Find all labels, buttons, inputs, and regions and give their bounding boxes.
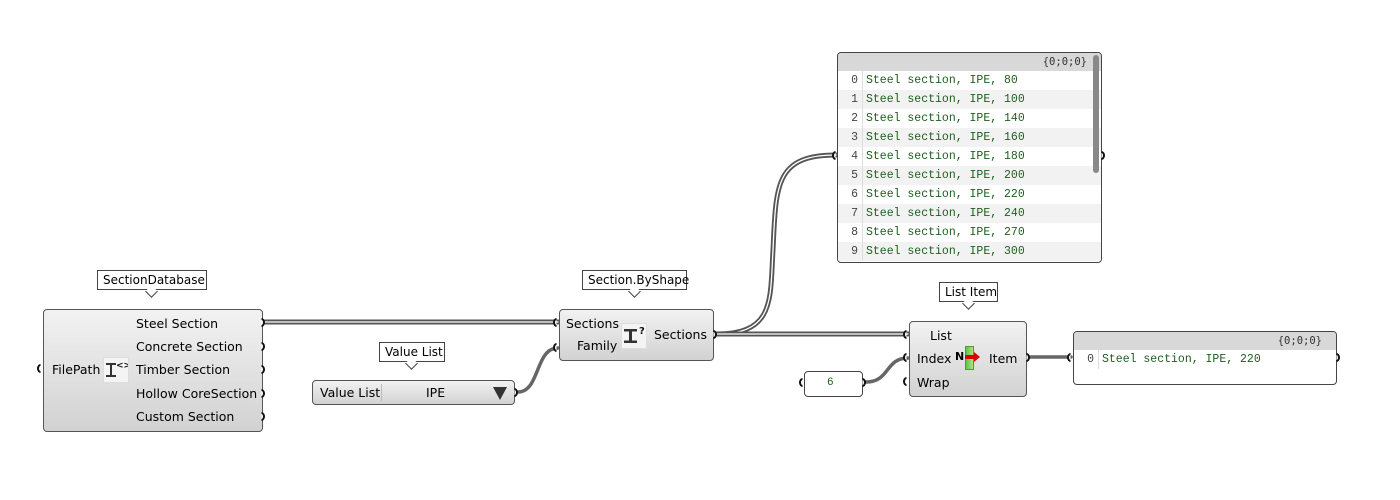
sections-output-label: Sections (654, 327, 707, 342)
row-index: 5 (838, 166, 863, 185)
wire-number-to-index (864, 356, 910, 384)
sections-output-grip[interactable] (713, 330, 717, 339)
row-value: Steel section, IPE, 160 (866, 131, 1025, 144)
steel-section-output-grip[interactable] (261, 318, 265, 327)
row-value: Steel section, IPE, 100 (866, 93, 1025, 106)
number-panel-value: 6 (827, 377, 834, 389)
timber-section-output-grip[interactable] (261, 365, 265, 374)
output-timber-section: Timber Section (136, 362, 231, 377)
row-index: 0 (1074, 350, 1099, 369)
output-concrete-section: Concrete Section (136, 339, 243, 354)
section-database-component[interactable]: FilePath <> Steel Section Concrete Secti… (43, 309, 263, 432)
row-index: 4 (838, 147, 863, 166)
list-input-label: List (930, 328, 952, 343)
result-path-header: {0;0;0} (1074, 332, 1336, 350)
panel-output-grip[interactable] (1101, 151, 1105, 160)
section-by-shape-component[interactable]: Sections Family ? Sections (559, 309, 714, 361)
number-panel-input-grip[interactable] (799, 378, 803, 387)
value-list-separator (381, 384, 382, 401)
output-steel-section: Steel Section (136, 316, 219, 331)
wrap-input-label: Wrap (917, 375, 950, 390)
value-list-selected[interactable]: IPE (426, 385, 446, 400)
filepath-input-label: FilePath (52, 362, 101, 377)
list-item-component[interactable]: List Index Wrap N Item (909, 321, 1027, 397)
list-input-grip[interactable] (903, 330, 907, 339)
row-index: 8 (838, 223, 863, 242)
wire-valuelist-to-family (516, 346, 560, 394)
row-index: 1 (838, 90, 863, 109)
family-input-label: Family (577, 338, 618, 353)
row-value: Steel section, IPE, 240 (866, 207, 1025, 220)
list-item-icon: N (955, 346, 981, 370)
panel-path-header: {0;0;0} (838, 53, 1101, 71)
row-index: 0 (838, 71, 863, 90)
output-hollow-core-section: Hollow CoreSection (136, 386, 258, 401)
number-panel[interactable]: 6 (804, 371, 863, 397)
panel-input-grip[interactable] (832, 151, 836, 160)
list-item-tooltip: List Item (939, 282, 998, 302)
item-output-label: Item (989, 351, 1018, 366)
i-beam-code-icon: <> (103, 357, 131, 383)
row-index: 6 (838, 185, 863, 204)
section-by-shape-tooltip: Section.ByShape (582, 270, 689, 290)
family-input-grip[interactable] (553, 343, 557, 352)
value-list-component[interactable]: Value List IPE (312, 380, 515, 405)
row-index: 2 (838, 109, 863, 128)
list-item-icon-letter: N (955, 350, 965, 363)
filepath-input-grip[interactable] (37, 364, 41, 373)
output-custom-section: Custom Section (136, 409, 235, 424)
value-list-output-grip[interactable] (514, 388, 518, 397)
row-value: Steel section, IPE, 300 (866, 245, 1025, 258)
i-beam-query-icon: ? (621, 323, 647, 349)
wire-sections-to-panel (713, 152, 839, 337)
row-index: 3 (838, 128, 863, 147)
concrete-section-output-grip[interactable] (261, 342, 265, 351)
row-value: Steel section, IPE, 270 (866, 226, 1025, 239)
value-list-label: Value List (320, 385, 381, 400)
row-value: Steel section, IPE, 180 (866, 150, 1025, 163)
sections-input-label: Sections (566, 316, 619, 331)
dropdown-triangle-icon[interactable] (493, 387, 507, 400)
custom-section-output-grip[interactable] (261, 412, 265, 421)
value-list-tooltip: Value List (379, 342, 445, 362)
hollow-core-section-output-grip[interactable] (261, 389, 265, 398)
result-output-grip[interactable] (1336, 353, 1340, 362)
index-input-grip[interactable] (903, 353, 907, 362)
row-value: Steel section, IPE, 220 (866, 188, 1025, 201)
index-input-label: Index (917, 351, 952, 366)
row-value: Steel section, IPE, 80 (866, 74, 1018, 87)
item-output-grip[interactable] (1026, 353, 1030, 362)
svg-text:?: ? (639, 326, 645, 337)
result-input-grip[interactable] (1067, 353, 1071, 362)
panel-scrollbar[interactable] (1093, 55, 1099, 173)
row-value: Steel section, IPE, 220 (1102, 353, 1261, 366)
row-index: 7 (838, 204, 863, 223)
number-panel-output-grip[interactable] (862, 378, 866, 387)
svg-text:<>: <> (116, 361, 128, 371)
section-database-tooltip: SectionDatabase (97, 270, 207, 290)
sections-input-grip[interactable] (553, 318, 557, 327)
wrap-input-grip[interactable] (903, 377, 907, 386)
row-value: Steel section, IPE, 140 (866, 112, 1025, 125)
row-value: Steel section, IPE, 200 (866, 169, 1025, 182)
row-index: 9 (838, 242, 863, 261)
